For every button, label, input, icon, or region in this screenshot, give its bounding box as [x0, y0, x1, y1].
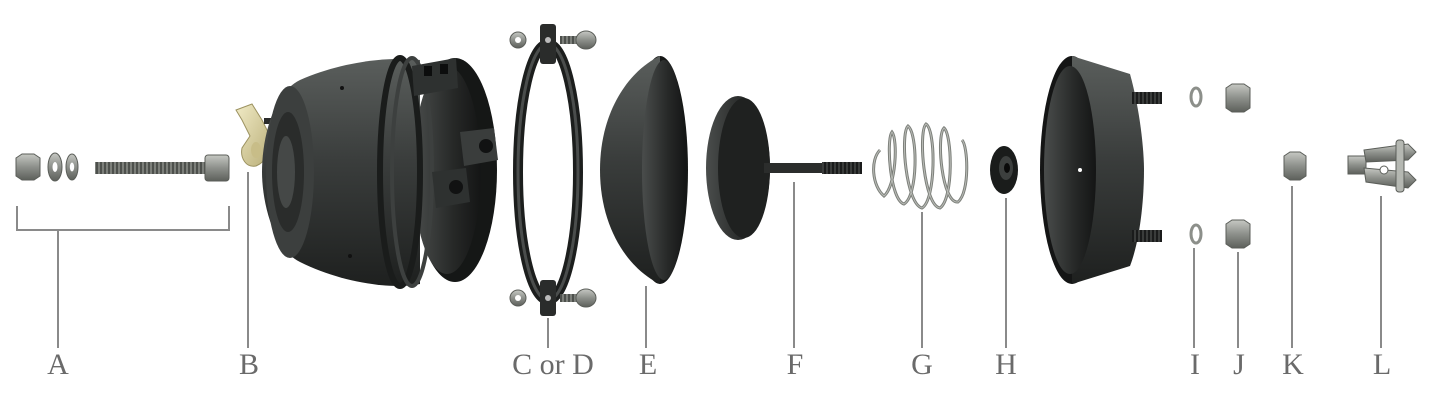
brake-chamber-housing — [262, 55, 498, 289]
label-j: J — [1233, 348, 1245, 381]
label-h: H — [995, 348, 1017, 381]
part-e-diaphragm — [600, 56, 688, 284]
label-b: B — [238, 348, 260, 381]
part-i-washers — [1189, 86, 1203, 245]
label-k: K — [1282, 348, 1304, 381]
label-i: I — [1190, 348, 1200, 381]
leader-line-a — [16, 206, 230, 348]
leader-lines — [16, 172, 1382, 348]
part-f-push-rod — [706, 96, 862, 240]
part-b-lever-bracket — [235, 103, 274, 167]
part-c-d-clamp-ring — [509, 24, 597, 316]
part-a-nut — [15, 153, 41, 181]
part-a-bolt-head — [204, 154, 230, 182]
label-e: E — [638, 348, 658, 381]
label-a: A — [47, 348, 69, 381]
part-a-bolt-assembly — [15, 152, 230, 182]
part-l-clevis — [1347, 139, 1417, 193]
label-g: G — [911, 348, 933, 381]
part-k-nut — [1283, 151, 1307, 181]
part-j-nuts — [1225, 83, 1251, 249]
part-a-bolt-shaft — [95, 162, 207, 174]
part-a-washer-1-hole — [52, 162, 58, 172]
part-g-spring — [872, 122, 969, 210]
part-a-washer-2-hole — [69, 162, 75, 172]
part-h-seal — [990, 146, 1018, 194]
rear-housing — [1040, 56, 1162, 284]
label-l: L — [1372, 348, 1392, 381]
label-f: F — [786, 348, 804, 381]
label-c-or-d: C or D — [512, 348, 594, 381]
